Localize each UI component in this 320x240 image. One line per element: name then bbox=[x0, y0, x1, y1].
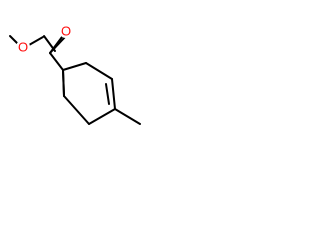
molecule-structure: O O bbox=[9, 24, 141, 125]
bond-carbonyl-to-ring bbox=[49, 52, 64, 71]
carbonyl-oxygen-atom: O bbox=[59, 24, 73, 39]
bond-methyl-ester-o bbox=[9, 35, 19, 45]
bond-ring-3-double-outer bbox=[111, 78, 116, 110]
bond-ring-6 bbox=[62, 69, 65, 97]
bond-ring-4 bbox=[88, 108, 116, 125]
bond-ring-methyl bbox=[114, 108, 141, 125]
bond-ester-o-carbonyl-c bbox=[28, 36, 44, 46]
bond-carbonyl-c-o bbox=[49, 35, 67, 54]
carbonyl-oxygen-label: O bbox=[61, 24, 71, 39]
ester-oxygen-atom: O bbox=[16, 40, 30, 55]
bond-ring-1 bbox=[62, 62, 87, 71]
ester-oxygen-label: O bbox=[18, 40, 28, 55]
bond-ring-5 bbox=[63, 95, 90, 125]
bond-ring-2 bbox=[85, 62, 113, 80]
bond-ring-3-double-inner bbox=[105, 83, 110, 105]
